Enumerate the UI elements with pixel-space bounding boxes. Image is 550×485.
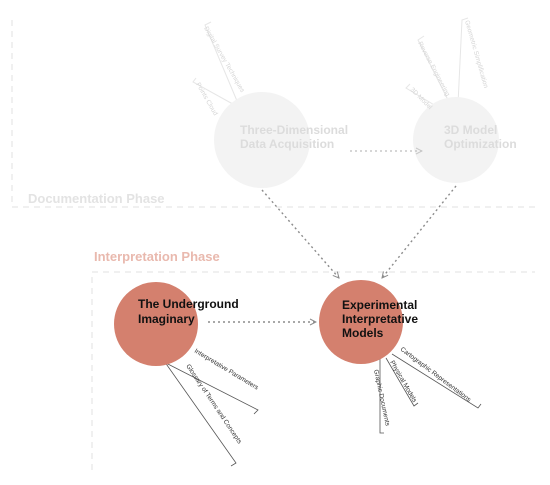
underground-node-circle [114, 282, 198, 366]
connector-acquisition-to-experimental [261, 189, 339, 278]
tag-graphic-documents: Graphic Documents [372, 369, 391, 427]
documentation-phase-boundary [11, 20, 535, 208]
acquisition-tag-lines [192, 21, 241, 109]
tag-reverse-engineering: Reverse Engineering [416, 41, 451, 98]
interpretation-phase-title: Interpretation Phase [94, 249, 220, 264]
experimental-tag-lines [379, 353, 482, 434]
acquisition-node-title: Three-Dimensional Data Acquisition [240, 123, 351, 151]
tag-points-cloud: Points Cloud [194, 82, 219, 118]
acquisition-node-circle [214, 92, 310, 188]
underground-node-title: The Underground Imaginary [138, 297, 242, 326]
connector-optimization-to-experimental [382, 185, 457, 278]
tag-physical-models: Physical Models [388, 360, 418, 405]
underground-tag-lines [159, 357, 259, 467]
tag-digital-survey-techniques: Digital Survey Techniques [202, 26, 246, 95]
tag-geometric-simplification: Geometric Simplification [463, 20, 489, 90]
experimental-node-title: Experimental Interpretative Models [342, 298, 421, 340]
experimental-node-circle [319, 280, 403, 364]
tag-3d-model: 3D Model [409, 86, 434, 111]
optimization-node-title: 3D Model Optimization [444, 123, 517, 151]
documentation-phase-title: Documentation Phase [28, 191, 165, 206]
optimization-node-circle [413, 97, 499, 183]
interpretation-phase-boundary [91, 271, 535, 470]
